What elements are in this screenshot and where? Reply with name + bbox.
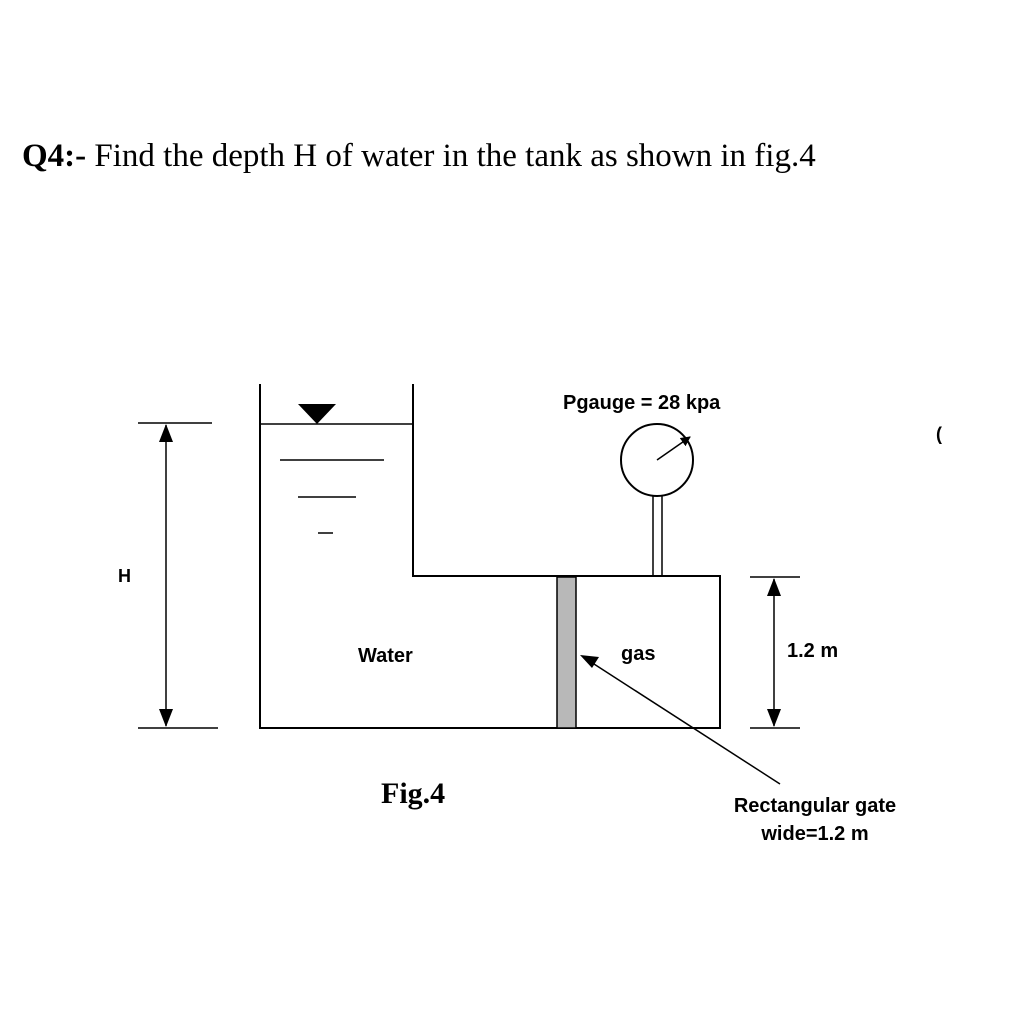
stray-mark: ( (936, 424, 942, 444)
tank-outline (259, 384, 721, 729)
gate-arrow-up-icon (767, 578, 781, 596)
gate-arrow-down-icon (767, 709, 781, 727)
gate-description-line2: wide=1.2 m (760, 823, 868, 845)
h-arrow-up-icon (159, 424, 173, 442)
question-number: Q4:- (22, 138, 87, 174)
gate-description-line1: Rectangular gate (734, 795, 896, 817)
gate-leader-arrow-icon (580, 655, 599, 668)
depth-h-label: H (118, 566, 131, 586)
h-arrow-down-icon (159, 709, 173, 727)
gauge-needle-icon (656, 436, 691, 461)
rectangular-gate (556, 576, 577, 729)
pressure-gauge-label: Pgauge = 28 kpa (563, 392, 721, 414)
water-surface-marker-icon (298, 404, 336, 424)
water-label: Water (358, 645, 413, 667)
question-body: Find the depth H of water in the tank as… (94, 138, 816, 174)
figure-caption: Fig.4 (381, 777, 445, 810)
gate-leader-line (593, 663, 781, 785)
gas-label: gas (621, 643, 655, 665)
gate-height-label: 1.2 m (787, 640, 838, 662)
question-text: Q4:- Find the depth H of water in the ta… (22, 138, 1012, 175)
